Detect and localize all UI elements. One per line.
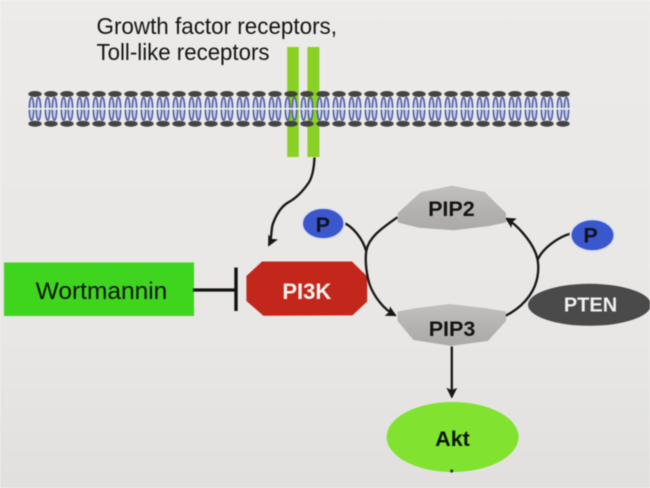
svg-text:Toll-like receptors: Toll-like receptors <box>97 39 270 65</box>
svg-text:P: P <box>316 213 330 237</box>
svg-text:Wortmannin: Wortmannin <box>36 278 168 305</box>
svg-text:PIP2: PIP2 <box>428 197 475 221</box>
svg-text:PI3K: PI3K <box>282 279 331 304</box>
svg-text:PTEN: PTEN <box>564 295 617 317</box>
svg-text:PIP3: PIP3 <box>429 317 476 341</box>
svg-text:Akt: Akt <box>435 427 470 451</box>
svg-text:Growth factor receptors,: Growth factor receptors, <box>97 13 338 39</box>
svg-text:P: P <box>583 223 597 247</box>
